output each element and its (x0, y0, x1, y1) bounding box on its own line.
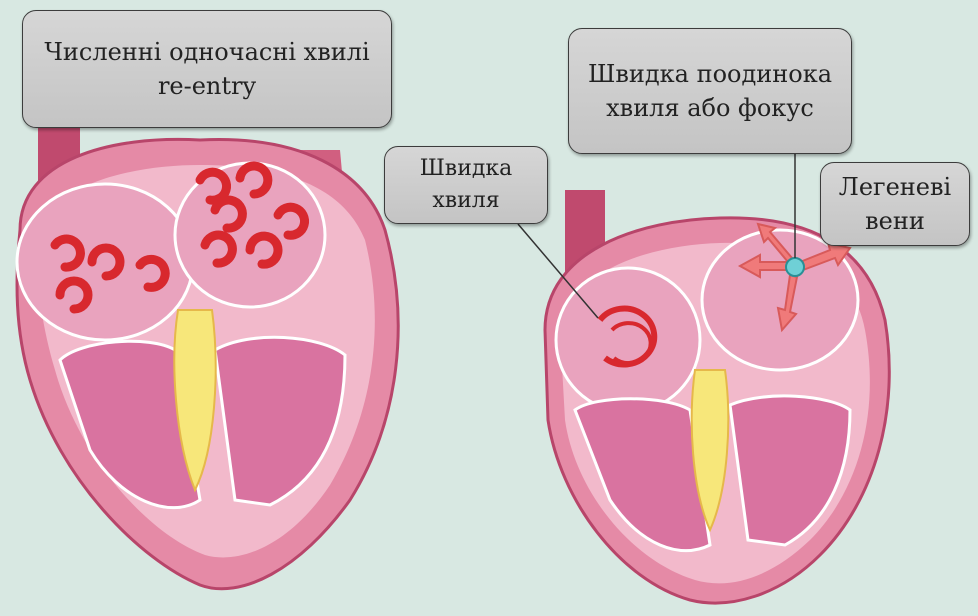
callout-multiple-re-entry-waves: Численні одночасні хвилі re-entry (22, 10, 392, 128)
callout-fast-single-wave-or-focus: Швидка поодинока хвиля або фокус (568, 28, 852, 154)
callout-fast-wave-line2: хвиля (432, 185, 499, 217)
ectopic-focus-dot (786, 258, 804, 276)
callout-fast-single-wave-line1: Швидка поодинока (588, 57, 832, 91)
callout-fast-single-wave-line2: хвиля або фокус (606, 91, 814, 125)
callout-pulmonary-veins-line2: вени (865, 204, 925, 238)
callout-pulmonary-veins-line1: Легеневі (839, 170, 951, 204)
callout-fast-wave-line1: Швидка (420, 153, 513, 185)
left-heart (17, 70, 398, 589)
callout-multiple-waves-line1: Численні одночасні хвилі (44, 35, 369, 69)
callout-fast-wave: Швидка хвиля (384, 146, 548, 224)
callout-pulmonary-veins: Легеневі вени (820, 162, 970, 246)
left-heart-right-atrium (17, 184, 193, 340)
callout-multiple-waves-line2: re-entry (158, 69, 256, 103)
right-heart-right-atrium (556, 268, 700, 412)
